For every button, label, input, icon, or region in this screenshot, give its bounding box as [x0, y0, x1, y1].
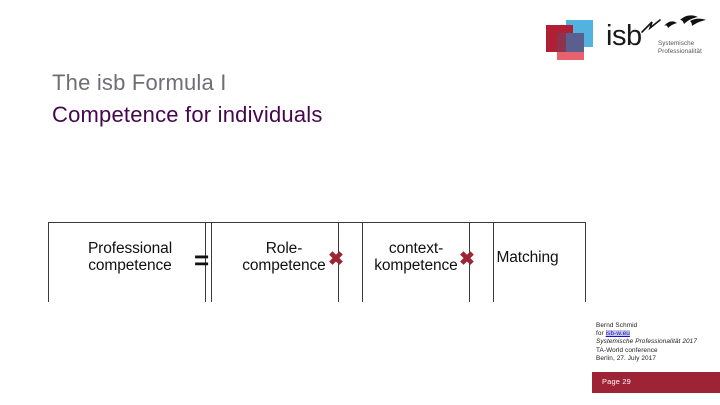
footer-for-line: for isb-w.eu — [596, 330, 697, 338]
formula-label-line1: Professional — [87, 240, 173, 257]
logo-wordmark: isb — [606, 20, 642, 52]
formula-label-line1: Role- — [265, 240, 303, 257]
footer-credits: Bernd Schmid for isb-w.eu Systemische Pr… — [596, 322, 697, 363]
page-number-bar: Page 29 — [592, 372, 720, 393]
formula-box-professional-competence — [48, 222, 212, 302]
formula-label-context-kompetence: context- kompetence — [341, 240, 491, 274]
footer-for-prefix: for — [596, 330, 606, 338]
footer-location-date: Berlin, 27. July 2017 — [596, 354, 657, 362]
formula-label-line2: competence — [242, 257, 326, 274]
formula-label-line2: kompetence — [374, 257, 458, 274]
formula-label-line2: competence — [88, 257, 172, 274]
formula-label-line1: context- — [388, 240, 444, 257]
page-title: The isb Formula I — [52, 70, 227, 95]
formula-box-matching — [469, 222, 586, 302]
formula-label-line1: Matching — [496, 249, 559, 266]
formula-label-matching: Matching — [469, 249, 586, 266]
operator-multiply-1: ✖ — [328, 249, 344, 270]
page-subtitle: Competence for individuals — [52, 102, 323, 127]
logo-square-overlap-icon — [566, 33, 584, 52]
footer-link[interactable]: isb-w.eu — [605, 330, 630, 338]
logo-tagline-line2: Professionalität — [658, 48, 702, 55]
formula-box-role-competence — [205, 222, 363, 302]
logo-birds-icon — [641, 15, 706, 33]
logo-squares-mark — [544, 20, 600, 60]
footer-author: Bernd Schmid — [596, 322, 638, 329]
page-number-label: Page 29 — [602, 377, 631, 386]
formula-box-context-kompetence — [338, 222, 494, 302]
operator-multiply-2: ✖ — [459, 249, 475, 270]
logo-tagline: Systemische Professionalität — [658, 40, 702, 56]
operator-equals: = — [194, 245, 210, 275]
formula-label-role-competence: Role- competence — [205, 240, 363, 274]
footer-conference: TA-World conference — [596, 346, 658, 354]
isb-logo: isb Systemische Professionalität — [544, 12, 710, 66]
logo-tagline-line1: Systemische — [658, 40, 695, 47]
formula-label-professional-competence: Professional competence — [48, 240, 212, 274]
footer-publication: Systemische Professionalität 2017 — [596, 338, 697, 346]
